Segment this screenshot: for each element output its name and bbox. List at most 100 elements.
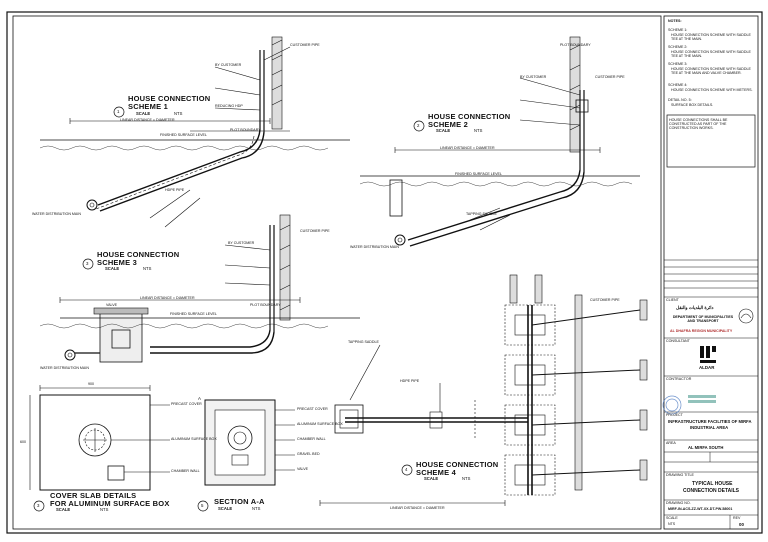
section-surface-box: ALUMINUM SURFACE BOX xyxy=(297,422,343,426)
drawing-title-label: DRAWING TITLE xyxy=(666,473,694,477)
section-valve: VALVE xyxy=(297,467,309,471)
scheme-1-drawing xyxy=(39,36,350,228)
drawing-title-line-1: TYPICAL HOUSE xyxy=(692,481,733,487)
scheme-1-plot-boundary: PLOT BOUNDARY xyxy=(230,128,261,132)
scheme-1-scale-value: NTS xyxy=(174,111,183,116)
note-3-label: SCHEME 3: xyxy=(668,62,688,66)
area-label: AREA xyxy=(666,441,676,445)
scheme-2-plot-boundary: PLOT BOUNDARY xyxy=(560,43,591,47)
rev-value: 00 xyxy=(739,522,744,527)
cover-slab-surface-box: ALUMINUM SURFACE BOX xyxy=(171,437,217,441)
scheme-4-customer-pipe: CUSTOMER PIPE xyxy=(590,298,620,302)
boxed-note: HOUSE CONNECTIONS SHALL BE CONSTRUCTED A… xyxy=(669,118,728,131)
scheme-1-by-customer: BY CUSTOMER xyxy=(215,63,242,67)
cover-slab-dim: 900 xyxy=(88,382,94,386)
scheme-2-customer-pipe: CUSTOMER PIPE xyxy=(595,75,625,79)
section-title: SECTION A-A xyxy=(214,497,265,506)
scheme-4-tee: TAPPING SADDLE xyxy=(348,340,379,344)
scheme-2-water-main: WATER DISTRIBUTION MAIN xyxy=(350,245,399,249)
area-value: AL MIRFA SOUTH xyxy=(688,445,724,450)
sheet-border xyxy=(6,11,763,534)
note-2-text: HOUSE CONNECTION SCHEME WITH SADDLE TEE … xyxy=(671,50,751,59)
title-block-grid xyxy=(664,114,758,529)
section-number-circle xyxy=(197,500,209,512)
drawing-title-line-2: CONNECTION DETAILS xyxy=(683,488,740,494)
note-4-text: HOUSE CONNECTION SCHEME WITH METERS. xyxy=(671,88,753,92)
cover-slab-dim-side: 600 xyxy=(20,440,26,444)
municipality: AL DHAFRA REGION MUNICIPALITY xyxy=(670,329,733,333)
scale-label: SCALE xyxy=(666,516,678,520)
section-scale-label: SCALE xyxy=(218,506,233,511)
cover-slab-precast: PRECAST COVER xyxy=(171,402,202,406)
scheme-2-finished-surface: FINISHED SURFACE LEVEL xyxy=(455,172,502,176)
project-label: PROJECT xyxy=(666,413,683,417)
scheme-1-finished-surface: FINISHED SURFACE LEVEL xyxy=(160,133,207,137)
scheme-3-customer-pipe: CUSTOMER PIPE xyxy=(300,229,330,233)
consultant-label: CONSULTANT xyxy=(666,339,690,343)
scheme-4-title-line1: HOUSE CONNECTION xyxy=(416,460,499,469)
consultant-stamp-icon xyxy=(662,395,682,415)
scheme-2-tee: TAPPING SADDLE xyxy=(466,212,497,216)
contractor-logo-icon xyxy=(688,395,716,403)
scheme-2-drawing xyxy=(359,36,640,247)
section-number: 5 xyxy=(201,503,204,508)
scale-value: NTS xyxy=(668,522,676,526)
scheme-3-number: 3 xyxy=(86,261,89,266)
cover-slab-title-line1: COVER SLAB DETAILS xyxy=(50,491,137,500)
project-line-1: INFRASTRUCTURE FACILITIES OF MIRFA xyxy=(668,419,752,424)
scheme-2-number-circle xyxy=(413,120,425,132)
client-arabic: دائرة البلديات والنقل xyxy=(676,305,714,310)
scheme-1-number-circle xyxy=(113,106,125,118)
scheme-3-valve: VALVE xyxy=(106,303,118,307)
note-2-label: SCHEME 2: xyxy=(668,45,688,49)
scheme-3-scale-value: NTS xyxy=(143,266,152,271)
drawing-frame xyxy=(12,15,662,530)
note-5-label: DETAIL NO. 5: xyxy=(668,98,692,102)
government-emblem-icon xyxy=(738,308,754,324)
cover-slab-scale-label: SCALE xyxy=(56,507,71,512)
cover-slab-scale-value: NTS xyxy=(100,507,109,512)
section-scale-value: NTS xyxy=(252,506,261,511)
scheme-1-title-line1: HOUSE CONNECTION xyxy=(128,94,211,103)
scheme-1-linear-distance: LINEAR DISTANCE = DIAMETER xyxy=(120,118,175,122)
cover-slab-drawing xyxy=(29,385,170,491)
notes-header: NOTES: xyxy=(668,19,682,23)
scheme-1-scale-label: SCALE xyxy=(136,111,151,116)
note-5-text: SURFACE BOX DETAILS. xyxy=(671,103,714,107)
scheme-3-linear-distance: LINEAR DISTANCE = DIAMETER xyxy=(140,296,195,300)
scheme-2-scale-label: SCALE xyxy=(436,128,451,133)
scheme-2-linear-distance: LINEAR DISTANCE = DIAMETER xyxy=(440,146,495,150)
scheme-2-number: 2 xyxy=(417,123,420,128)
cover-slab-number: 3 xyxy=(37,503,40,508)
scheme-3-number-circle xyxy=(82,258,94,270)
scheme-3-drawing xyxy=(39,214,360,363)
scheme-4-drawing xyxy=(319,274,648,506)
scheme-4-scale-value: NTS xyxy=(462,476,471,481)
title-block-frame xyxy=(663,15,759,530)
note-4-label: SCHEME 4: xyxy=(668,83,688,87)
aldar-logo-icon xyxy=(700,346,716,363)
cover-slab-number-circle xyxy=(33,500,45,512)
note-1-text: HOUSE CONNECTION SCHEME WITH SADDLE TEE … xyxy=(671,33,751,42)
drawing-no-label: DRAWING NO. xyxy=(666,501,691,505)
client-label: CLIENT xyxy=(666,298,679,302)
scheme-2-title-line2: SCHEME 2 xyxy=(428,120,468,129)
cover-slab-title-line2: FOR ALUMINUM SURFACE BOX xyxy=(50,499,170,508)
note-3-text: HOUSE CONNECTION SCHEME WITH SADDLE TEE … xyxy=(671,67,751,76)
scheme-4-title-line2: SCHEME 4 xyxy=(416,468,456,477)
scheme-4-hdpe-pipe: HDPE PIPE xyxy=(400,379,420,383)
scheme-3-title-line1: HOUSE CONNECTION xyxy=(97,250,180,259)
scheme-1-customer-pipe: CUSTOMER PIPE xyxy=(290,43,320,47)
scheme-1-water-main: WATER DISTRIBUTION MAIN xyxy=(32,212,81,216)
scheme-3-scale-label: SCALE xyxy=(105,266,120,271)
note-1-label: SCHEME 1: xyxy=(668,28,688,32)
section-gravel: GRAVEL BED xyxy=(297,452,320,456)
scheme-4-linear-distance: LINEAR DISTANCE = DIAMETER xyxy=(390,506,445,510)
section-marker-a: A xyxy=(198,396,201,401)
cover-slab-chamber: CHAMBER WALL xyxy=(171,469,200,473)
scheme-1-number: 1 xyxy=(117,109,120,114)
scheme-4-number-circle xyxy=(401,464,413,476)
scheme-4-number: 4 xyxy=(405,467,408,472)
scheme-2-title-line1: HOUSE CONNECTION xyxy=(428,112,511,121)
